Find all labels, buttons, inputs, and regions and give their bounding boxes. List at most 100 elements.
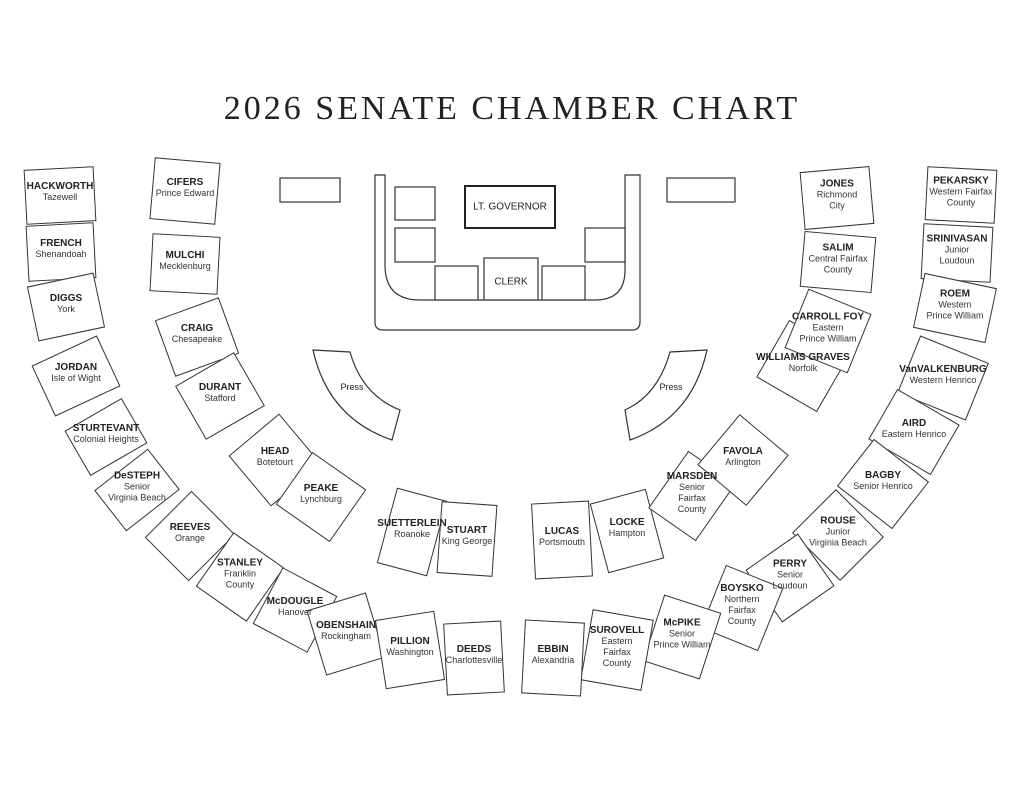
senator-name: SUROVELL — [589, 625, 645, 636]
senator-name: DEEDS — [456, 644, 492, 655]
senator-name: LOCKE — [609, 517, 645, 528]
senator-district: Fairfax — [728, 605, 756, 615]
senator-name: DeSTEPH — [113, 470, 161, 482]
senator-district: Eastern — [812, 322, 844, 333]
senator-name: MARSDEN — [666, 471, 718, 482]
senator-district: King George — [441, 536, 493, 546]
senator-district: County — [946, 197, 976, 208]
senator-district: Eastern Henrico — [881, 429, 947, 439]
senator-name: REEVES — [169, 522, 211, 533]
senator-name: DURANT — [198, 382, 242, 393]
senator-district: Charlottesville — [445, 655, 503, 665]
senator-district: Junior — [944, 244, 970, 255]
lt-governor-label: LT. GOVERNOR — [473, 201, 547, 213]
senator-district: City — [829, 200, 845, 211]
senator-district: Arlington — [725, 457, 761, 467]
senator-district: Norfolk — [788, 363, 818, 373]
senator-district: County — [225, 579, 255, 590]
senator-district: Central Fairfax — [808, 253, 868, 264]
senator-district: Colonial Heights — [73, 434, 139, 444]
senator-name: PEAKE — [303, 483, 339, 494]
senator-district: Senior — [668, 628, 696, 639]
senator-district: Prince William — [653, 639, 711, 650]
senator-district: Mecklenburg — [159, 261, 211, 271]
senator-district: Senior — [678, 482, 705, 492]
senator-name: CIFERS — [166, 177, 204, 188]
senator-name: McDOUGLE — [266, 596, 324, 607]
senator-district: Western — [938, 299, 972, 310]
senator-name: SUETTERLEIN — [377, 518, 447, 529]
senator-district: Franklin — [223, 568, 256, 579]
senator-district: Portsmouth — [538, 537, 586, 547]
senator-district: Eastern — [601, 636, 633, 646]
senator-district: Virginia Beach — [809, 537, 867, 548]
senator-district: Loudoun — [772, 580, 808, 591]
senator-district: Prince William — [926, 310, 984, 321]
senator-district: Botetourt — [256, 457, 294, 467]
senator-district: Fairfax — [603, 647, 631, 657]
senator-district: Prince Edward — [155, 188, 215, 198]
senator-name: HEAD — [260, 446, 290, 457]
rostrum-desk — [584, 227, 626, 263]
senator-name: OBENSHAIN — [315, 620, 377, 631]
clerk-label: CLERK — [494, 276, 528, 288]
blank-desk-left — [279, 177, 341, 203]
rostrum-outline — [374, 174, 641, 331]
rostrum-desk — [394, 227, 436, 263]
rostrum-desk — [541, 265, 586, 301]
senator-district: Fairfax — [678, 493, 706, 503]
senator-district: Northern — [724, 594, 760, 604]
senator-name: AIRD — [901, 418, 927, 429]
lt-governor-desk — [464, 185, 556, 229]
press-label-left: Press — [340, 382, 364, 392]
senator-name: BAGBY — [864, 470, 902, 481]
senator-name: VanVALKENBURG — [899, 364, 987, 375]
senator-name: CRAIG — [180, 323, 214, 334]
senator-district: Senior — [123, 481, 150, 492]
senator-name: EBBIN — [537, 644, 569, 655]
senator-district: Rockingham — [320, 631, 372, 641]
senator-district: Chesapeake — [171, 334, 223, 344]
senator-name: FRENCH — [40, 238, 82, 249]
senator-district: County — [823, 264, 853, 275]
senator-district: Virginia Beach — [108, 492, 166, 503]
senator-name: CARROLL FOY — [791, 311, 865, 323]
senator-district: York — [57, 304, 75, 314]
senator-name: JORDAN — [54, 362, 98, 373]
senator-district: Senior — [776, 569, 804, 580]
senator-district: Hanover — [277, 607, 313, 617]
press-label-right: Press — [659, 382, 683, 392]
senator-district: County — [677, 504, 707, 514]
senator-district: County — [602, 658, 632, 668]
press-area-right — [624, 349, 708, 441]
chart-title: 2026 SENATE CHAMBER CHART — [223, 90, 801, 127]
